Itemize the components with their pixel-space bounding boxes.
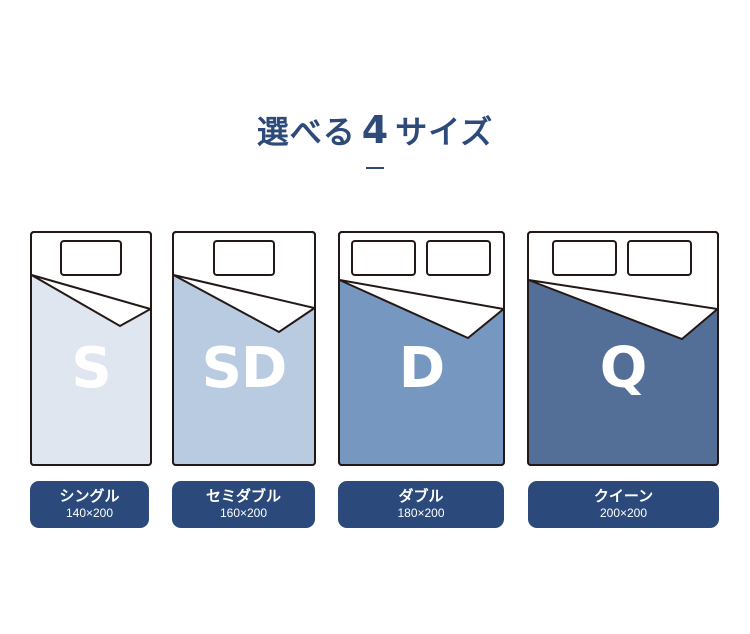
size-button-single[interactable]: シングル 140×200: [30, 481, 149, 528]
bed-icon-queen: [527, 231, 719, 466]
title-number: 4: [361, 108, 390, 152]
pillow-icon: [351, 240, 416, 276]
size-dimensions: 140×200: [65, 506, 114, 520]
size-name: ダブル: [398, 487, 444, 505]
size-button-queen[interactable]: クイーン 200×200: [528, 481, 719, 528]
pillow-icon: [627, 240, 692, 276]
title-prefix: 選べる: [256, 113, 356, 151]
bed-illustration-semidouble: SD: [172, 231, 316, 466]
pillow-icon: [552, 240, 617, 276]
bed-illustration-single: S: [30, 231, 152, 466]
pillow-icon: [426, 240, 491, 276]
title-suffix: サイズ: [395, 113, 494, 151]
bed-icon-single: [30, 231, 152, 466]
size-letter: D: [398, 336, 445, 401]
size-name: セミダブル: [205, 487, 281, 505]
title-underline: [366, 167, 384, 169]
size-letter: Q: [599, 336, 648, 401]
bed-illustration-queen: Q: [527, 231, 719, 466]
size-name: クイーン: [593, 487, 654, 505]
pillow-icon: [60, 240, 122, 276]
bed-icon-double: [338, 231, 505, 466]
size-button-double[interactable]: ダブル 180×200: [338, 481, 504, 528]
size-button-semidouble[interactable]: セミダブル 160×200: [172, 481, 315, 528]
size-letter: S: [71, 336, 111, 401]
size-name: シングル: [59, 487, 120, 505]
pillow-icon: [213, 240, 275, 276]
size-dimensions: 160×200: [219, 506, 268, 520]
bed-icon-semidouble: [172, 231, 316, 466]
size-dimensions: 200×200: [599, 506, 648, 520]
size-letter: SD: [201, 336, 288, 401]
bed-illustration-double: D: [338, 231, 505, 466]
size-dimensions: 180×200: [397, 506, 445, 520]
